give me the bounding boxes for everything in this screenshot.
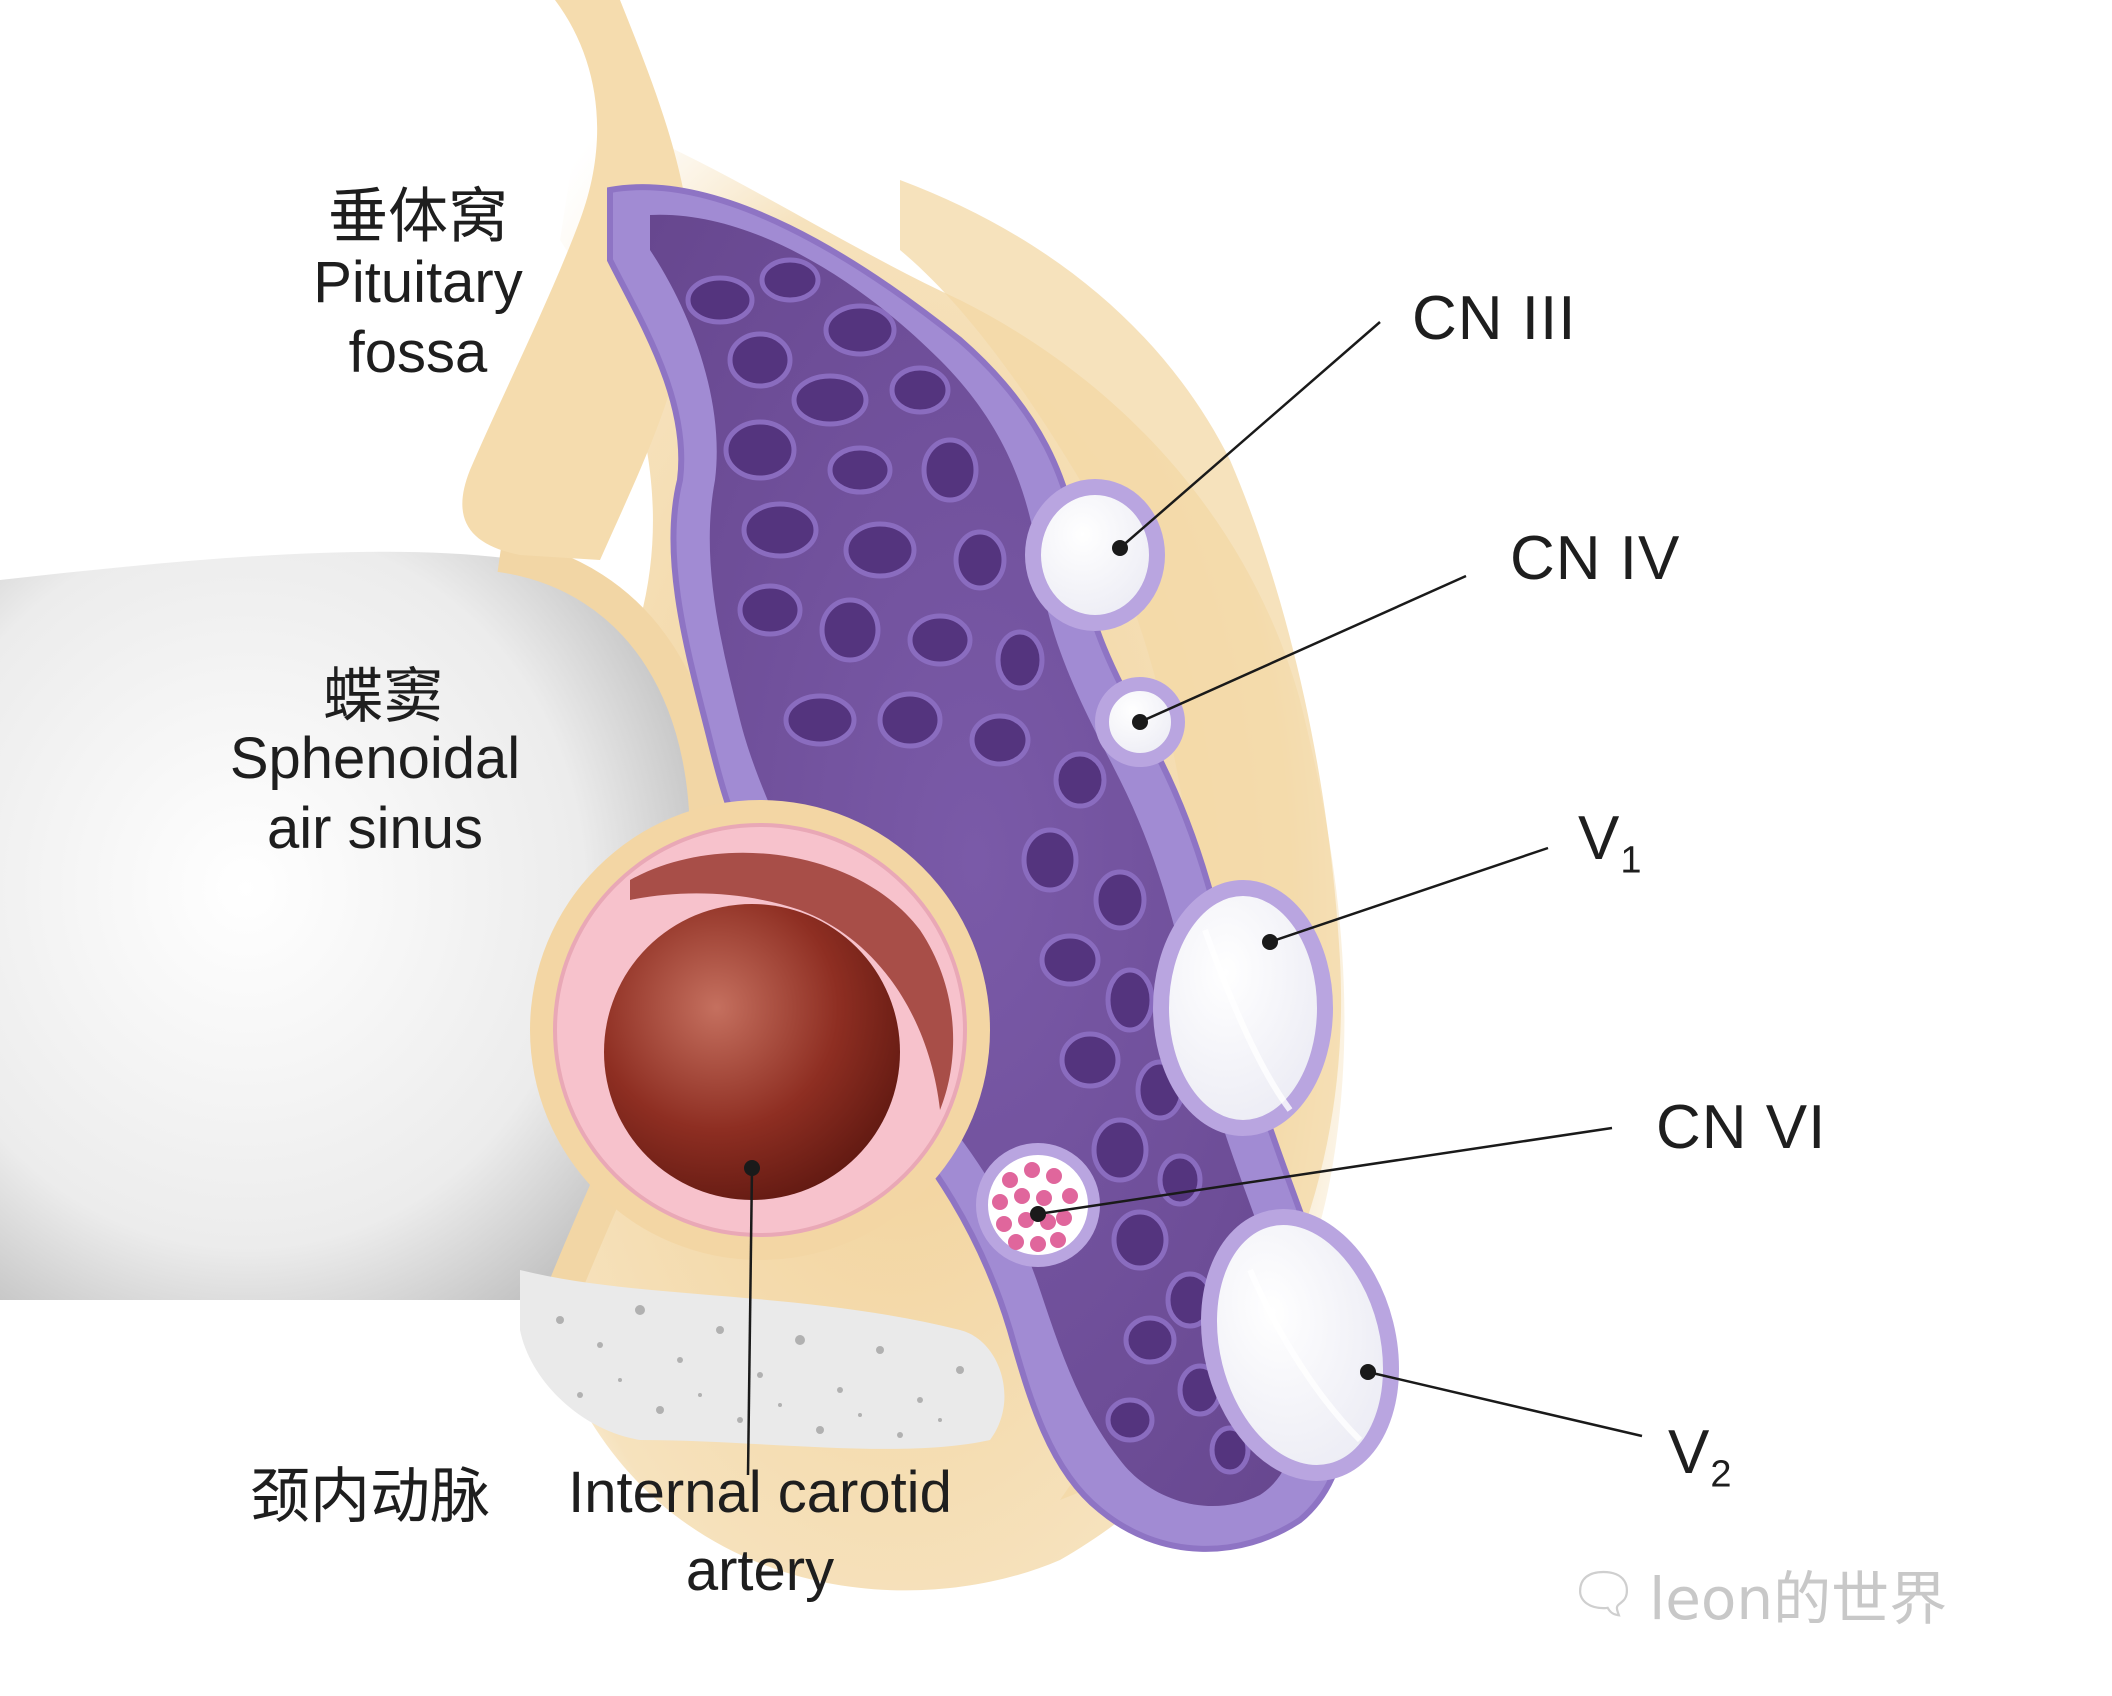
sphenoidal-sinus-label-zh: 蝶窦 <box>323 662 443 732</box>
sphenoidal-sinus-label-en-line1: Sphenoidal <box>229 726 521 791</box>
v1-label: V1 <box>1578 804 1643 882</box>
pituitary-fossa-label-en-line2: fossa <box>348 320 488 385</box>
carotid-wall-shadow <box>630 852 954 1110</box>
cn3-nerve <box>1025 479 1165 631</box>
leader-endpoints <box>744 540 1376 1380</box>
internal-carotid-label-zh: 颈内动脉 <box>250 1462 490 1532</box>
v2-label-letter: V <box>1668 1418 1711 1487</box>
pituitary-fossa-label-zh: 垂体窝 <box>328 182 508 252</box>
leader-lines <box>746 321 1643 1476</box>
internal-carotid-label-en-line1: Internal carotid <box>568 1460 952 1525</box>
nerve-sheen <box>1202 928 1363 1443</box>
v2-label-subscript: 2 <box>1710 1453 1733 1496</box>
carotid-lumen <box>604 904 900 1200</box>
watermark: 🗨 leon的世界 <box>1568 1552 1947 1636</box>
bone-texture-speckles <box>556 1305 964 1438</box>
cn4-label: CN IV <box>1510 524 1681 593</box>
internal-carotid-label-en-line2: artery <box>685 1538 835 1603</box>
wechat-icon: 🗨 <box>1568 1562 1640 1627</box>
watermark-text: leon的世界 <box>1649 1565 1948 1633</box>
sphenoidal-sinus-label-en-line2: air sinus <box>267 796 483 861</box>
sphenoidal-sinus <box>0 551 704 1300</box>
cn3-label: CN III <box>1412 284 1577 353</box>
pituitary-fossa-wall <box>462 0 692 560</box>
cn6-label: CN VI <box>1656 1093 1827 1162</box>
v1-label-letter: V <box>1578 804 1621 873</box>
pituitary-fossa-label-en-line1: Pituitary <box>313 250 523 315</box>
v1-label-subscript: 1 <box>1620 839 1643 882</box>
v2-label: V2 <box>1668 1418 1733 1496</box>
cn6-fascicles <box>992 1162 1078 1252</box>
v1-nerve <box>1153 880 1333 1136</box>
